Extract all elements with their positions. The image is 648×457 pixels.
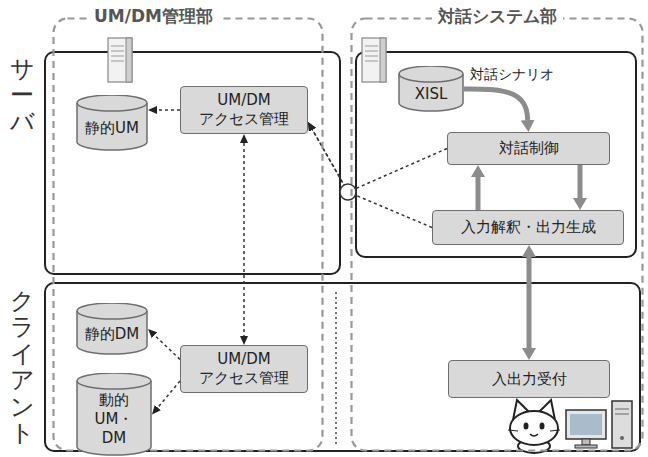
process-box: 入力解釈・出力生成 bbox=[432, 210, 624, 245]
group-title: UM/DM管理部 bbox=[88, 5, 219, 28]
connector-arrow bbox=[312, 130, 447, 192]
node-label: XISL bbox=[415, 85, 448, 104]
node-label: 入出力受付 bbox=[492, 370, 567, 389]
tier-label: サーバ bbox=[10, 56, 34, 135]
connector-arrow bbox=[578, 165, 583, 198]
group-title: 対話システム部 bbox=[432, 5, 563, 28]
server-icon bbox=[362, 38, 386, 82]
connector-arrow bbox=[464, 89, 528, 120]
server-frame bbox=[45, 52, 340, 274]
connector-arrow bbox=[155, 335, 180, 359]
cylinder-shape bbox=[77, 303, 147, 354]
connector-arrow bbox=[157, 109, 180, 111]
database-cylinder: XISL bbox=[398, 66, 464, 112]
annotation-label: 対話シナリオ bbox=[470, 66, 554, 84]
cylinder-shape bbox=[77, 373, 151, 455]
connector-arrow bbox=[312, 130, 432, 228]
separator-line bbox=[335, 292, 337, 444]
process-box: 対話制御 bbox=[447, 132, 610, 165]
node-label: 静的DM bbox=[85, 325, 140, 344]
cylinder-shape bbox=[399, 66, 463, 111]
node-label: UM/DM アクセス管理 bbox=[187, 350, 301, 388]
tier-label: クライアント bbox=[10, 288, 34, 446]
node-label: 静的UM bbox=[85, 119, 139, 138]
node-label: 入力解釈・出力生成 bbox=[461, 218, 596, 237]
connector-arrow bbox=[243, 143, 245, 336]
connector-arrow bbox=[476, 177, 481, 210]
cylinder-rim bbox=[77, 381, 151, 389]
cylinder-rim bbox=[77, 103, 147, 111]
junction-circle bbox=[340, 184, 356, 200]
node-label: UM/DM アクセス管理 bbox=[187, 91, 301, 129]
connector-arrow bbox=[527, 257, 532, 348]
server-icon bbox=[108, 38, 132, 82]
node-label: 対話制御 bbox=[499, 139, 559, 158]
group-outline bbox=[352, 19, 643, 451]
group-region: UM/DM管理部静的UMUM/DM アクセス管理静的DMUM/DM アクセス管理… bbox=[52, 17, 324, 452]
database-cylinder: 静的DM bbox=[76, 303, 148, 355]
cylinder-rim bbox=[77, 311, 147, 319]
computer-icon bbox=[566, 401, 632, 448]
database-cylinder: 動的 UM・DM bbox=[76, 373, 152, 456]
connector-arrow bbox=[158, 381, 180, 408]
process-box: UM/DM アクセス管理 bbox=[180, 86, 308, 134]
process-box: 入出力受付 bbox=[448, 360, 610, 398]
database-cylinder: 静的UM bbox=[76, 95, 148, 151]
group-region: 対話システム部XISL対話制御入力解釈・出力生成入出力受付 bbox=[350, 17, 644, 452]
node-label: 動的 UM・DM bbox=[83, 391, 145, 447]
cylinder-shape bbox=[77, 95, 147, 150]
process-box: UM/DM アクセス管理 bbox=[180, 345, 308, 393]
cylinder-rim bbox=[399, 74, 463, 82]
server-frame bbox=[356, 52, 636, 257]
mascot-cat bbox=[508, 400, 560, 453]
